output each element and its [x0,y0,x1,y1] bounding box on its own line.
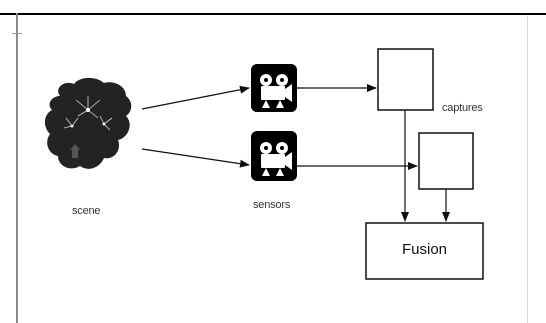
sensor-1 [251,64,297,112]
arrow-scene-to-sensor-1 [142,88,249,109]
scene-image [45,78,131,169]
fusion-label: Fusion [402,241,447,258]
capture-box-2 [419,133,473,189]
sensor-2 [251,131,297,181]
capture-box-1 [378,49,433,110]
captures-label: captures [442,102,483,114]
sensors-label: sensors [253,199,290,211]
arrow-scene-to-sensor-2 [142,149,249,165]
scene-label: scene [72,205,100,217]
